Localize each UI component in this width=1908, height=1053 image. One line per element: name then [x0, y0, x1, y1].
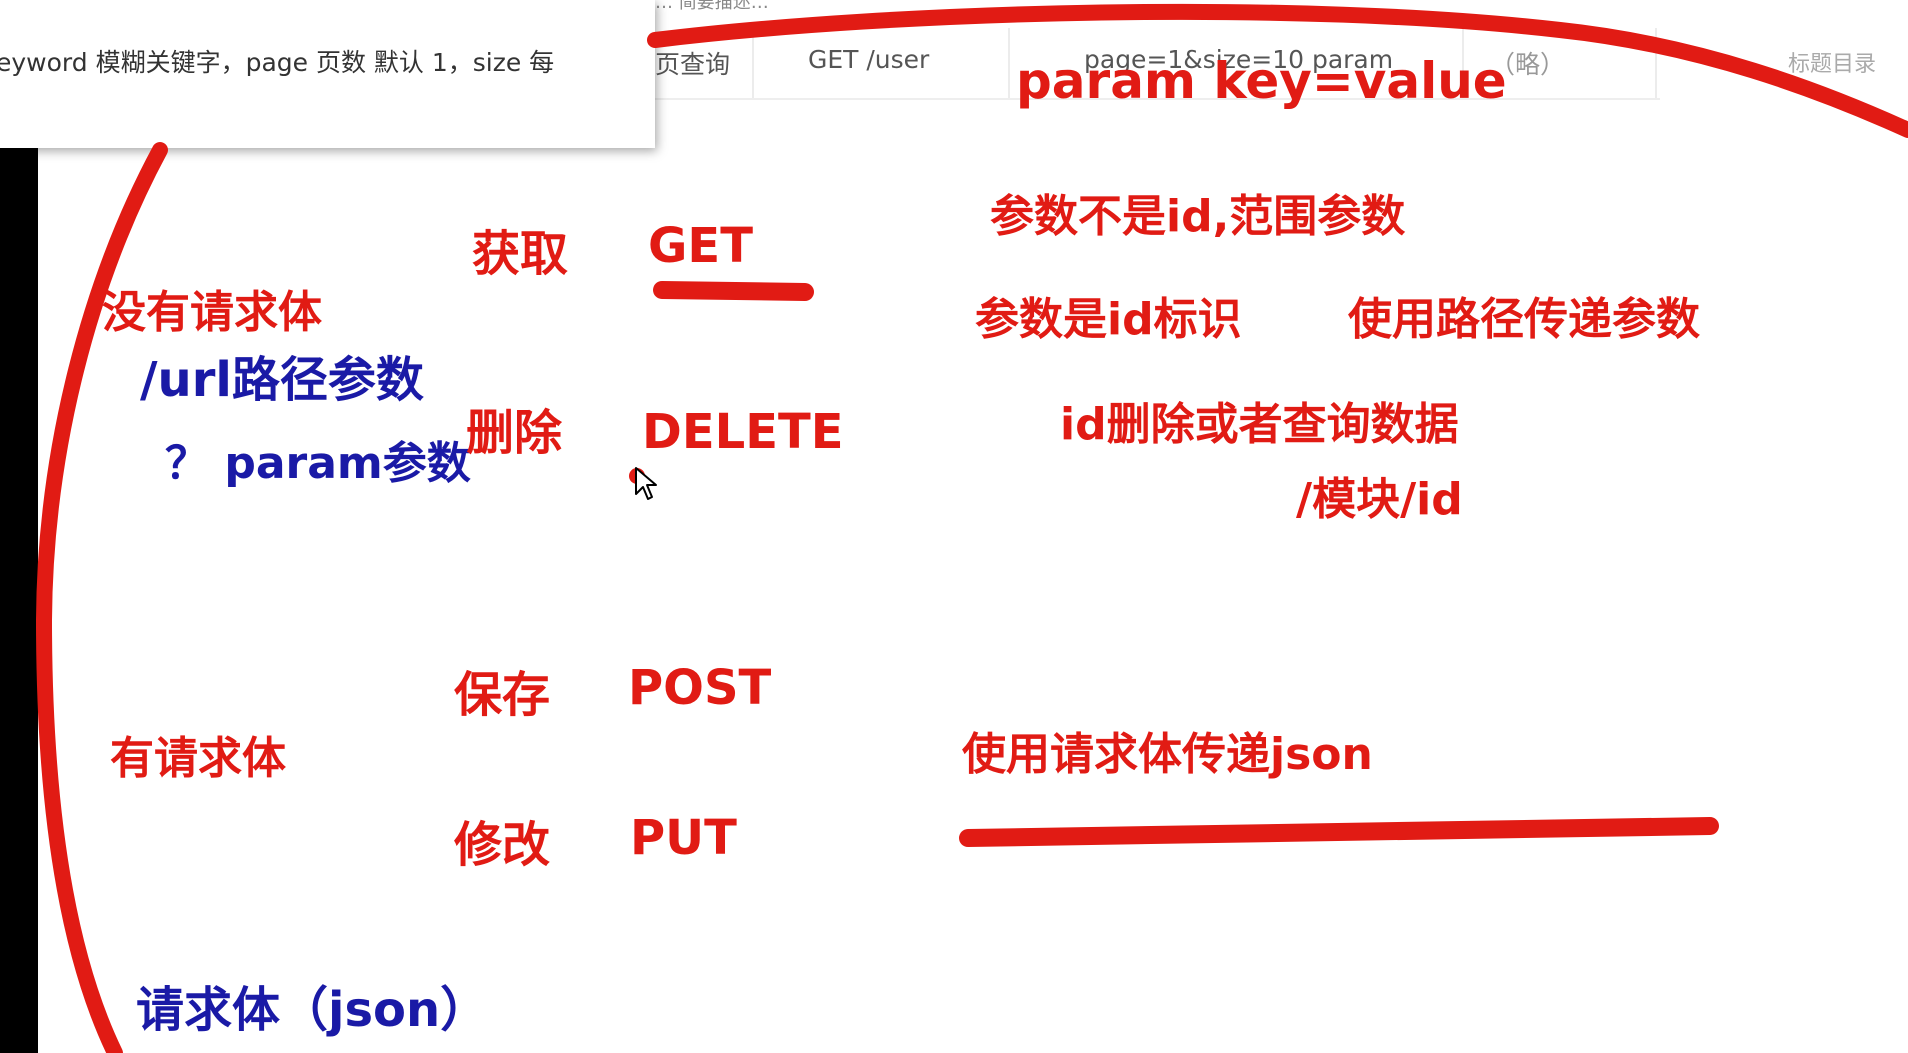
json-underline-stroke — [959, 817, 1719, 847]
annotation-get-cn: 获取 — [472, 226, 569, 282]
annotation-body-json: 请求体（json） — [136, 982, 489, 1038]
table-cell-method: GET /user — [808, 45, 930, 74]
annotation-param-kv: param key=value — [1016, 52, 1507, 110]
annotation-put-en: PUT — [630, 810, 737, 866]
toc-button[interactable]: 标题目录 — [1788, 52, 1877, 77]
annotation-post-en: POST — [628, 660, 772, 716]
annotation-put-cn: 修改 — [454, 817, 551, 873]
annotation-delete-cn: 删除 — [466, 405, 563, 461]
column-divider — [1008, 28, 1010, 100]
annotation-url-path: /url路径参数 — [140, 352, 424, 408]
column-divider — [1655, 28, 1657, 100]
left-black-bar — [0, 145, 38, 1053]
column-divider — [752, 28, 754, 100]
annotation-body-json-pass: 使用请求体传递json — [962, 729, 1373, 780]
header-stub-text: … 简要描述… — [655, 0, 769, 13]
annotation-query-param: ？ param参数 — [165, 438, 471, 489]
annotation-not-id: 参数不是id,范围参数 — [990, 191, 1406, 242]
annotation-has-body: 有请求体 — [110, 733, 286, 784]
annotation-post-cn: 保存 — [454, 667, 551, 723]
annotation-no-body: 没有请求体 — [102, 287, 322, 338]
annotation-is-id: 参数是id标识 — [975, 294, 1242, 345]
annotation-module-id: /模块/id — [1296, 474, 1463, 525]
mouse-cursor-icon — [635, 467, 657, 500]
annotation-path-pass: 使用路径传递参数 — [1348, 294, 1700, 345]
tooltip-popup: eyword 模糊关键字，page 页数 默认 1，size 每 — [0, 0, 655, 148]
annotation-get-en: GET — [648, 218, 753, 274]
annotation-id-delete-query: id删除或者查询数据 — [1060, 399, 1459, 450]
annotation-delete-en: DELETE — [642, 404, 844, 460]
get-underline-stroke — [653, 281, 814, 301]
table-cell-query: 页查询 — [655, 50, 731, 79]
tooltip-text: eyword 模糊关键字，page 页数 默认 1，size 每 — [0, 48, 555, 77]
